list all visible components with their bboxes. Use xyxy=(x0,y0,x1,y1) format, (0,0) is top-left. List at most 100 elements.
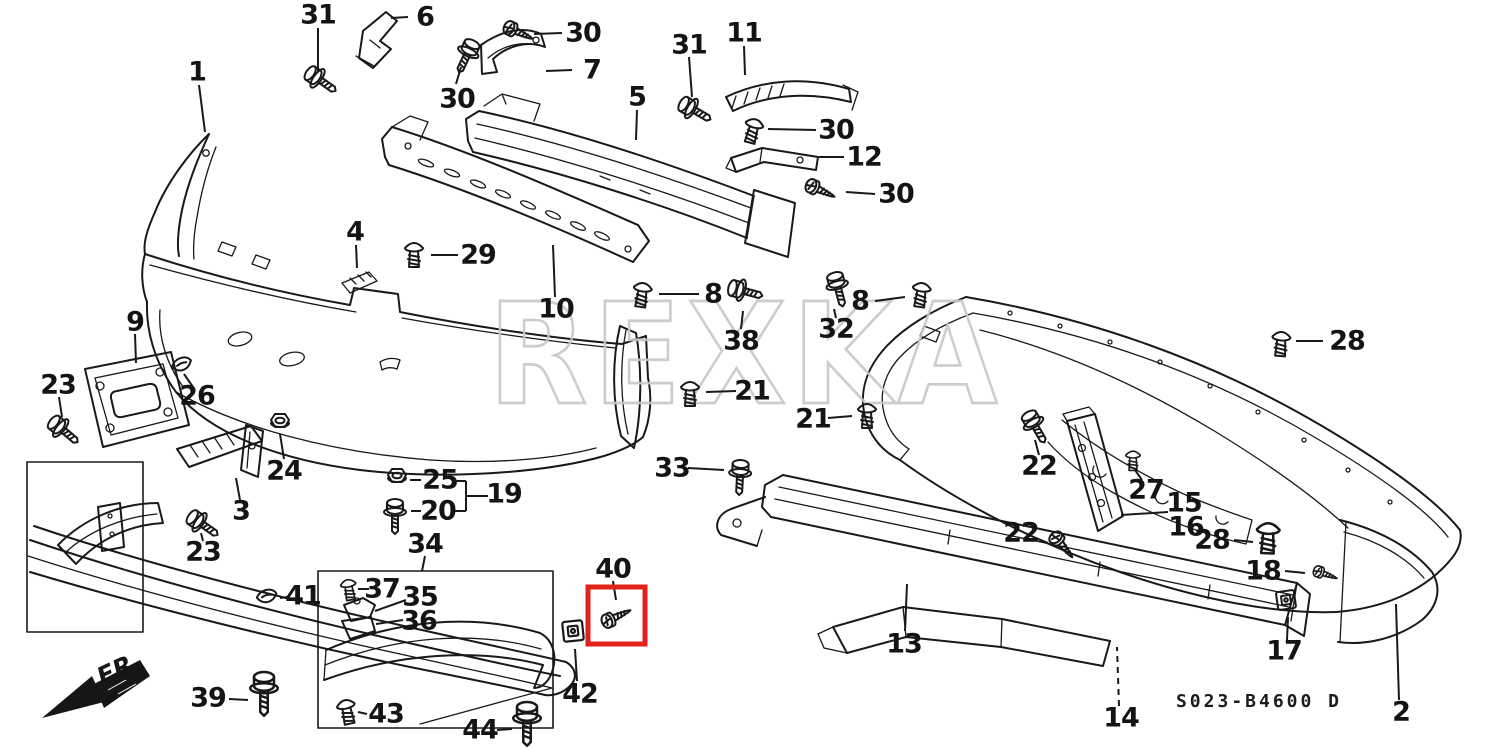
leader-line xyxy=(200,532,204,542)
part-label-12: 12 xyxy=(846,141,883,173)
part-label-10: 10 xyxy=(538,293,575,325)
part-label-1: 1 xyxy=(188,56,207,88)
part-label-34: 34 xyxy=(407,528,444,560)
highlight-box-part-40 xyxy=(585,584,648,647)
leader-line xyxy=(904,583,908,632)
part-label-4: 4 xyxy=(346,216,365,248)
part-label-19: 19 xyxy=(486,478,523,510)
leader-line xyxy=(1284,570,1306,574)
part-label-22: 22 xyxy=(1021,450,1058,482)
leader-line xyxy=(183,373,194,388)
front-spoiler-art xyxy=(26,461,576,725)
part-label-41: 41 xyxy=(285,580,322,612)
part-label-13: 13 xyxy=(886,628,923,660)
leader-line xyxy=(545,69,573,72)
leader-line xyxy=(767,128,817,131)
watermark: REXKA xyxy=(488,274,1003,437)
part-label-27: 27 xyxy=(1128,474,1165,506)
part-label-8: 8 xyxy=(851,285,870,317)
part-label-28: 28 xyxy=(1194,524,1231,556)
part-label-40: 40 xyxy=(595,553,632,585)
corner-strut-art xyxy=(176,424,264,478)
leader-line xyxy=(198,84,206,133)
part-label-16: 16 xyxy=(1168,511,1205,543)
part-label-8: 8 xyxy=(704,278,723,310)
leader-line xyxy=(279,433,285,460)
leader-line xyxy=(833,308,837,319)
leader-line xyxy=(574,648,578,682)
leader-line xyxy=(134,333,137,364)
part-label-30: 30 xyxy=(565,17,602,49)
front-upper-strip-art xyxy=(381,115,650,263)
part-label-44: 44 xyxy=(462,714,499,746)
leader-line xyxy=(612,580,617,601)
leader-line xyxy=(455,66,462,85)
part-label-39: 39 xyxy=(190,682,227,714)
leader-line xyxy=(1035,537,1049,544)
leader-line xyxy=(1395,603,1400,701)
leader-line xyxy=(421,555,426,572)
leader-line xyxy=(533,32,563,35)
rear-side-bracket-art xyxy=(1062,406,1124,532)
part-label-43: 43 xyxy=(368,698,405,730)
leader-line xyxy=(552,244,556,298)
leader-line xyxy=(874,296,906,302)
part-label-17: 17 xyxy=(1266,635,1303,667)
leader-line xyxy=(235,477,241,501)
leader-line xyxy=(1116,646,1120,707)
part-label-3: 3 xyxy=(232,495,251,527)
leader-line xyxy=(1120,511,1169,516)
leader-line xyxy=(740,310,744,330)
part-label-30: 30 xyxy=(878,178,915,210)
leader-line xyxy=(845,191,876,195)
part-label-11: 11 xyxy=(726,17,763,49)
leader-line xyxy=(1286,616,1289,641)
diagram-code: S023-B4600 D xyxy=(1176,691,1342,712)
part-label-24: 24 xyxy=(266,455,303,487)
part-label-22: 22 xyxy=(1003,517,1040,549)
leader-line xyxy=(635,109,638,141)
part-label-42: 42 xyxy=(562,678,599,710)
leader-line xyxy=(687,467,725,471)
part-label-28: 28 xyxy=(1329,325,1366,357)
part-label-32: 32 xyxy=(818,313,855,345)
upper-brackets-art xyxy=(355,11,859,173)
part-label-23: 23 xyxy=(185,536,222,568)
leader-line xyxy=(355,244,358,269)
leader-line xyxy=(827,415,853,419)
garnish-box-art xyxy=(317,570,556,729)
leader-lines xyxy=(58,16,1400,731)
part-label-31: 31 xyxy=(671,29,708,61)
license-bracket-art xyxy=(84,351,190,448)
part-label-14: 14 xyxy=(1103,702,1140,734)
part-label-9: 9 xyxy=(126,306,145,338)
leader-line xyxy=(1134,469,1143,481)
leader-line xyxy=(58,396,63,418)
part-label-38: 38 xyxy=(723,325,760,357)
part-label-18: 18 xyxy=(1245,555,1282,587)
fr-arrow-shaft xyxy=(94,660,150,708)
part-label-37: 37 xyxy=(364,573,401,605)
leader-line xyxy=(743,45,746,76)
part-label-25: 25 xyxy=(422,464,459,496)
part-label-30: 30 xyxy=(818,114,855,146)
part-label-20: 20 xyxy=(420,495,457,527)
leader-line xyxy=(705,390,737,393)
part-label-2: 2 xyxy=(1392,696,1411,728)
rear-beam-art xyxy=(716,474,1311,667)
leader-line xyxy=(496,728,513,731)
leader-line xyxy=(1233,539,1254,543)
part-label-30: 30 xyxy=(439,83,476,115)
front-beam-art xyxy=(465,93,796,258)
leader-line xyxy=(228,698,249,701)
part-label-21: 21 xyxy=(734,375,771,407)
part-label-26: 26 xyxy=(179,380,216,412)
part-label-31: 31 xyxy=(300,0,337,31)
part-label-21: 21 xyxy=(795,403,832,435)
leader-line xyxy=(390,16,409,19)
leader-line xyxy=(357,711,368,715)
part-label-33: 33 xyxy=(654,452,691,484)
leader-line xyxy=(375,619,404,625)
leader-line xyxy=(1034,439,1040,456)
